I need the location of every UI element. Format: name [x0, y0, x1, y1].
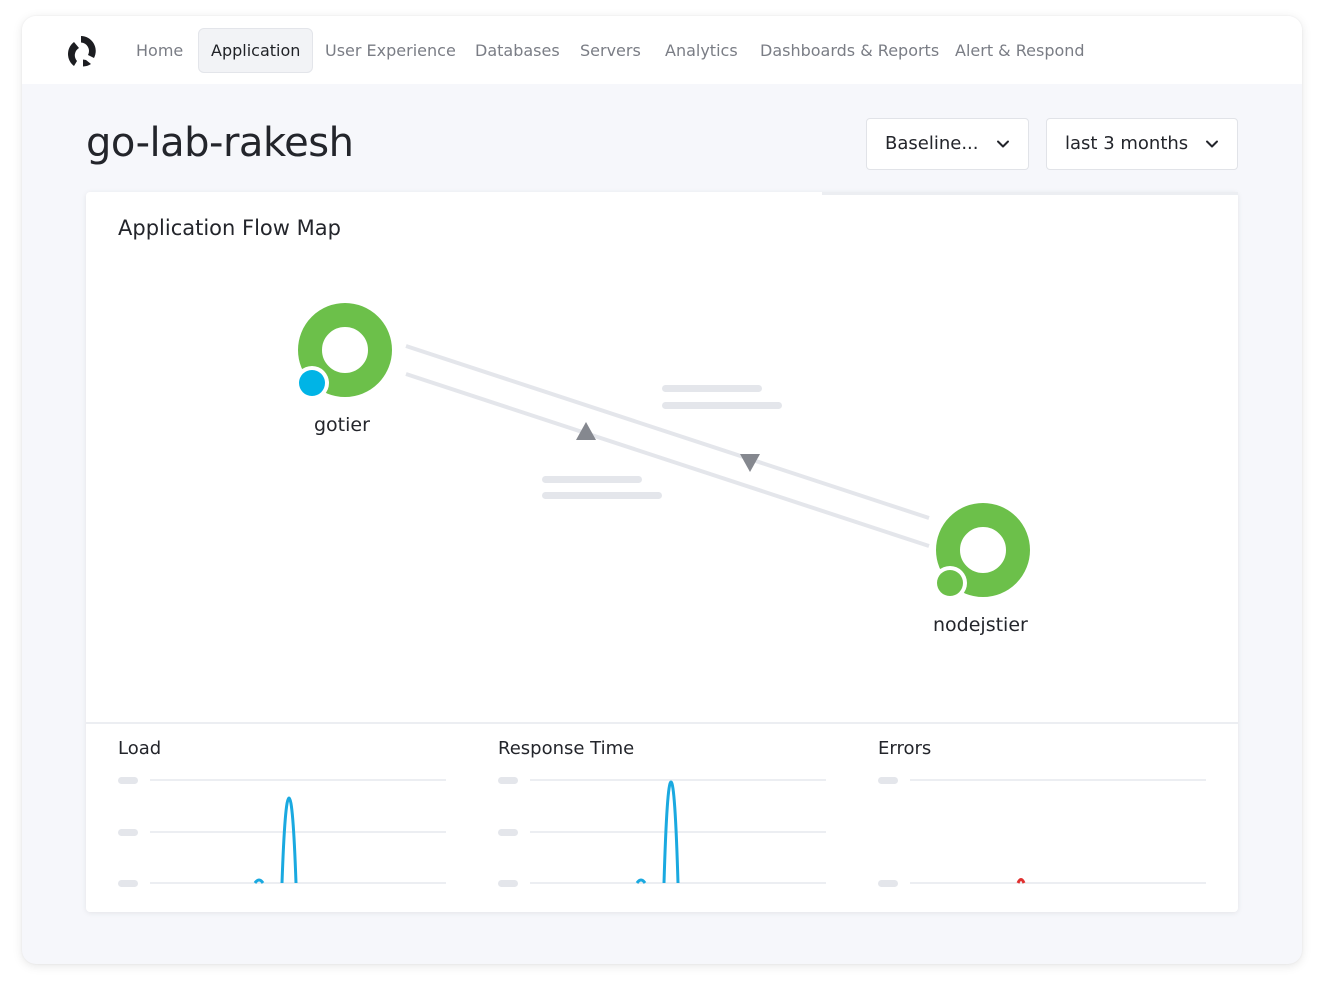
time-range-select[interactable]: last 3 months — [1046, 118, 1238, 170]
section-divider — [86, 722, 1238, 724]
axis-label-placeholder — [118, 777, 138, 784]
load-series-line — [280, 796, 298, 884]
edge-label-placeholder — [662, 385, 762, 392]
tier-type-badge-icon — [299, 370, 325, 396]
brand-logo-icon[interactable] — [64, 34, 98, 68]
top-navigation-bar: Home Application User Experience Databas… — [22, 16, 1302, 84]
flow-connector-line[interactable] — [405, 344, 930, 520]
chevron-down-icon — [997, 140, 1009, 148]
response-time-metric-title: Response Time — [498, 738, 635, 759]
edge-label-placeholder — [542, 476, 642, 483]
baseline-select-value: Baseline... — [885, 133, 979, 154]
axis-label-placeholder — [878, 777, 898, 784]
load-sparkline[interactable] — [118, 770, 448, 890]
flow-direction-arrow-icon — [576, 422, 596, 440]
load-metric-title: Load — [118, 738, 162, 759]
flow-map-title: Application Flow Map — [118, 216, 341, 240]
tier-type-badge-icon — [937, 570, 963, 596]
nav-item-analytics[interactable]: Analytics — [665, 41, 738, 60]
response-time-sparkline[interactable] — [498, 770, 828, 890]
axis-label-placeholder — [118, 880, 138, 887]
response-time-series-line — [662, 780, 680, 884]
app-window: Home Application User Experience Databas… — [22, 16, 1302, 964]
flow-map-card: Application Flow Map — [86, 192, 1238, 912]
response-time-series-line — [635, 878, 647, 884]
errors-series-line — [1016, 878, 1026, 884]
edge-label-placeholder — [542, 492, 662, 499]
node-health-ring-icon — [298, 303, 392, 397]
baseline-select[interactable]: Baseline... — [866, 118, 1029, 170]
node-label-gotier[interactable]: gotier — [314, 414, 370, 436]
flow-direction-arrow-icon — [740, 454, 760, 472]
nav-item-application[interactable]: Application — [198, 28, 314, 73]
nodejstier-node[interactable] — [933, 503, 1030, 600]
flow-connector-line[interactable] — [405, 372, 930, 548]
node-health-ring-icon — [936, 503, 1030, 597]
edge-label-placeholder — [662, 402, 782, 409]
node-label-nodejstier[interactable]: nodejstier — [933, 614, 1028, 636]
nav-item-servers[interactable]: Servers — [580, 41, 641, 60]
axis-label-placeholder — [118, 829, 138, 836]
errors-metric-title: Errors — [878, 738, 932, 759]
chevron-down-icon — [1206, 140, 1218, 148]
axis-label-placeholder — [878, 880, 898, 887]
load-series-line — [253, 878, 265, 884]
axis-label-placeholder — [498, 880, 518, 887]
errors-sparkline[interactable] — [878, 770, 1208, 890]
page-title: go-lab-rakesh — [86, 120, 354, 166]
gotier-node[interactable] — [295, 303, 392, 400]
time-range-select-value: last 3 months — [1065, 133, 1189, 154]
card-top-strip — [822, 192, 1238, 195]
nav-item-databases[interactable]: Databases — [475, 41, 560, 60]
nav-item-dashboards-reports[interactable]: Dashboards & Reports — [760, 41, 940, 60]
axis-label-placeholder — [498, 829, 518, 836]
nav-item-home[interactable]: Home — [136, 41, 184, 60]
nav-item-user-experience[interactable]: User Experience — [325, 41, 456, 60]
axis-label-placeholder — [498, 777, 518, 784]
flow-map-canvas[interactable] — [86, 192, 1238, 722]
nav-item-alert-respond[interactable]: Alert & Respond — [955, 41, 1085, 60]
